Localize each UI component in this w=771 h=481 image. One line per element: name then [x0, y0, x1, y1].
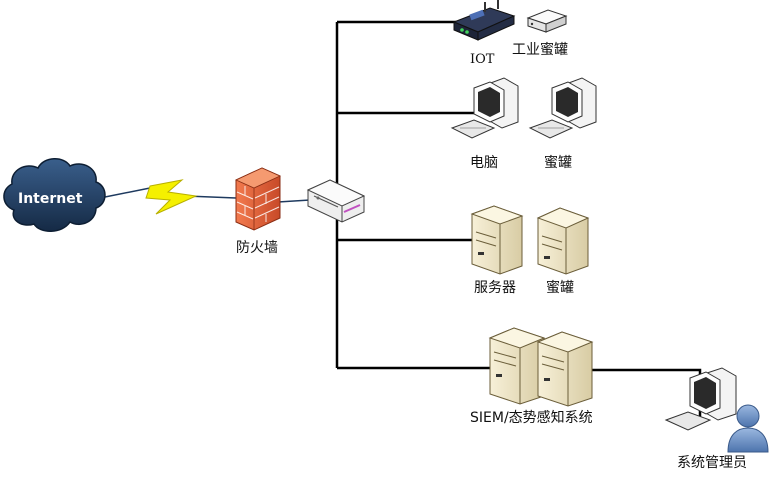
router-icon — [306, 179, 366, 223]
admin-user-icon — [727, 404, 769, 453]
pc-label: 电脑 — [470, 155, 498, 171]
iot-label: IOT — [470, 52, 495, 67]
admin-label: 系统管理员 — [677, 455, 747, 471]
industrial-honeypot-label: 工业蜜罐 — [512, 42, 568, 58]
server-icon — [470, 205, 524, 275]
server-label: 服务器 — [474, 280, 516, 296]
siem-label: SIEM/态势感知系统 — [470, 410, 593, 426]
siem-server-icon — [488, 327, 594, 407]
internet-cloud-icon — [3, 158, 106, 232]
lightning-icon — [145, 179, 198, 215]
firewall-icon — [235, 167, 281, 231]
admin-pc-icon — [664, 367, 737, 431]
iot-device-icon — [452, 0, 516, 41]
pc-honeypot-icon — [528, 77, 597, 139]
industrial-honeypot-icon — [526, 9, 568, 33]
link-cloud-lightning — [99, 187, 151, 199]
server-honeypot-icon — [536, 207, 590, 275]
pc-honeypot-label: 蜜罐 — [544, 155, 572, 171]
internet-label: Internet — [18, 191, 83, 207]
server-honeypot-label: 蜜罐 — [546, 280, 574, 296]
firewall-label: 防火墙 — [236, 240, 278, 256]
pc-icon — [450, 77, 519, 139]
link-firewall-router — [277, 199, 311, 203]
